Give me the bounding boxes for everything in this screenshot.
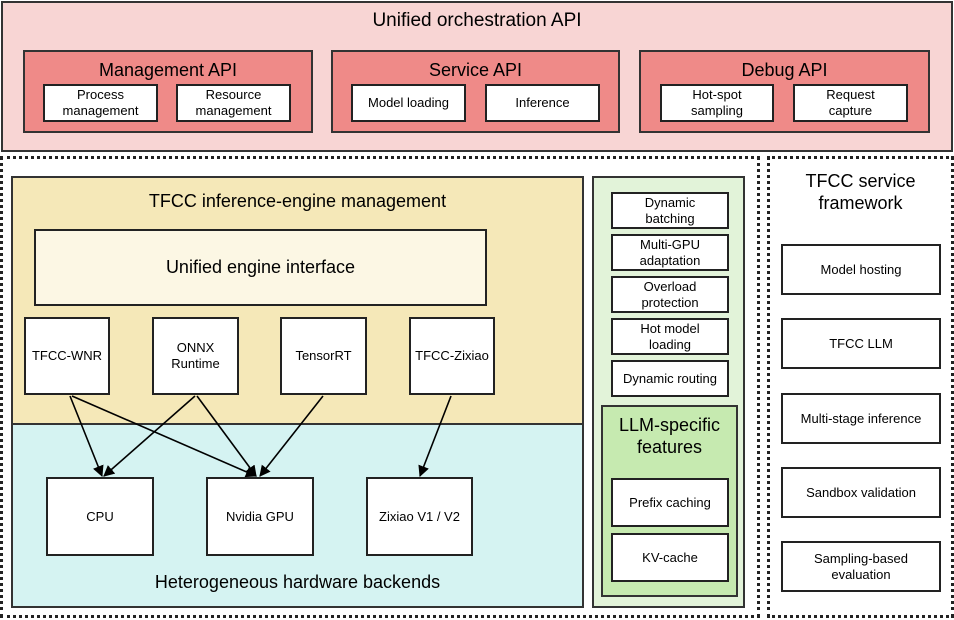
engine-tfcc-wnr: TFCC-WNR bbox=[24, 317, 110, 395]
feature-multi-gpu-adaptation: Multi-GPU adaptation bbox=[611, 234, 729, 271]
llm-features-title: LLM-specific features bbox=[618, 415, 721, 457]
management-api-title: Management API bbox=[98, 60, 238, 80]
orchestration-api-title: Unified orchestration API bbox=[372, 10, 582, 31]
feature-hot-model-loading: Hot model loading bbox=[611, 318, 729, 355]
backend-nvidia-gpu: Nvidia GPU bbox=[206, 477, 314, 556]
hot-spot-sampling-box: Hot-spot sampling bbox=[660, 84, 774, 122]
service-model-hosting: Model hosting bbox=[781, 244, 941, 295]
service-framework-dotted-outline bbox=[767, 156, 954, 618]
platform-dotted-outline bbox=[0, 156, 760, 618]
llm-prefix-caching: Prefix caching bbox=[611, 478, 729, 527]
hardware-backends-title: Heterogeneous hardware backends bbox=[154, 572, 441, 592]
engine-tfcc-zixiao: TFCC-Zixiao bbox=[409, 317, 495, 395]
service-framework-title: TFCC service framework bbox=[805, 171, 916, 213]
model-loading-box: Model loading bbox=[351, 84, 466, 122]
engine-management-title: TFCC inference-engine management bbox=[148, 191, 447, 211]
feature-overload-protection: Overload protection bbox=[611, 276, 729, 313]
engine-tensorrt: TensorRT bbox=[280, 317, 367, 395]
service-sampling-based-evaluation: Sampling-based evaluation bbox=[781, 541, 941, 592]
process-management-box: Process management bbox=[43, 84, 158, 122]
backend-zixiao: Zixiao V1 / V2 bbox=[366, 477, 473, 556]
resource-management-box: Resource management bbox=[176, 84, 291, 122]
debug-api-title: Debug API bbox=[741, 60, 828, 80]
backend-cpu: CPU bbox=[46, 477, 154, 556]
unified-engine-interface: Unified engine interface bbox=[34, 229, 487, 306]
service-sandbox-validation: Sandbox validation bbox=[781, 467, 941, 518]
request-capture-box: Request capture bbox=[793, 84, 908, 122]
service-tfcc-llm: TFCC LLM bbox=[781, 318, 941, 369]
inference-box: Inference bbox=[485, 84, 600, 122]
service-multi-stage-inference: Multi-stage inference bbox=[781, 393, 941, 444]
llm-kv-cache: KV-cache bbox=[611, 533, 729, 582]
feature-dynamic-batching: Dynamic batching bbox=[611, 192, 729, 229]
service-api-title: Service API bbox=[428, 60, 523, 80]
feature-dynamic-routing: Dynamic routing bbox=[611, 360, 729, 397]
engine-onnx-runtime: ONNX Runtime bbox=[152, 317, 239, 395]
